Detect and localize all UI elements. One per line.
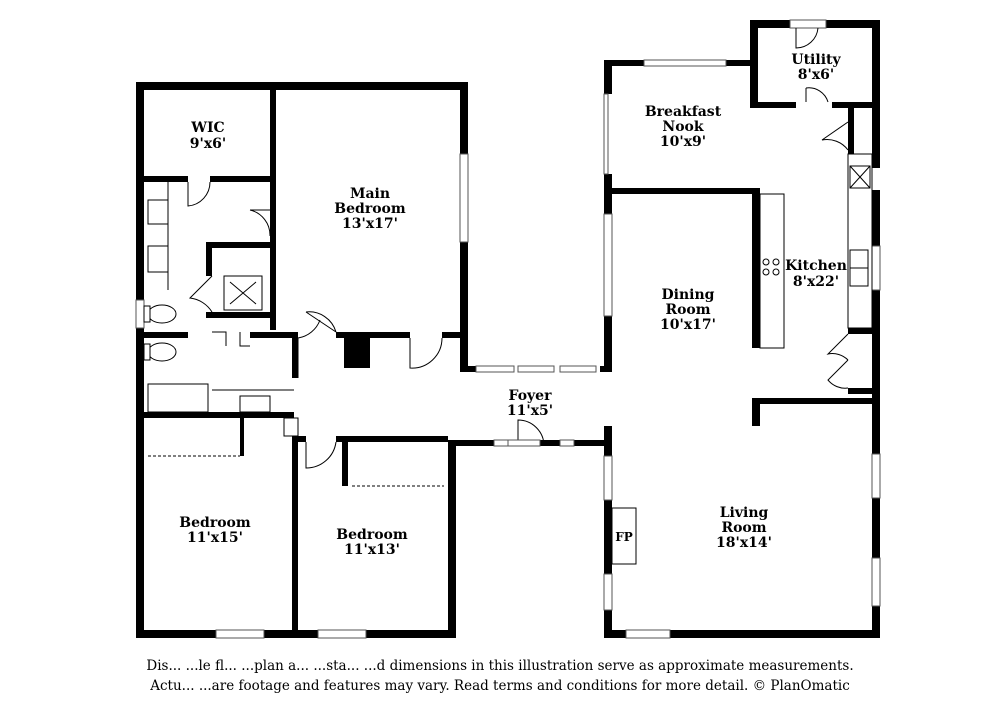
- breakfast-nook-dims: 10'x9': [660, 134, 706, 150]
- closet-bifold-doors: [148, 455, 444, 487]
- exterior-walls: [136, 20, 880, 638]
- kitchen-fixtures: [759, 153, 873, 349]
- breakfast-nook-name-line1: Breakfast: [645, 104, 722, 120]
- kitchen-dims: 8'x22': [793, 274, 839, 290]
- foyer-dims: 11'x5': [507, 403, 553, 419]
- utility-dims: 8'x6': [798, 67, 834, 83]
- disclaimer-line-2: Actu... ...are footage and features may …: [150, 678, 850, 694]
- bedroom-1-dims: 11'x15': [187, 530, 243, 546]
- breakfast-nook-name-line2: Nook: [662, 119, 703, 135]
- foyer-name: Foyer: [509, 388, 553, 404]
- bedroom-2-dims: 11'x13': [344, 542, 400, 558]
- living-room-name-line2: Room: [721, 520, 766, 536]
- bedroom-1-name: Bedroom: [179, 515, 251, 531]
- interior-walls: [144, 90, 872, 638]
- kitchen-name: Kitchen: [785, 258, 847, 274]
- living-room-dims: 18'x14': [716, 535, 772, 551]
- doors: [187, 27, 849, 469]
- fireplace: FP: [611, 507, 637, 565]
- wic-dims: 9'x6': [190, 136, 226, 152]
- disclaimer: Dis... ...le fl... ...plan a... ...sta..…: [0, 656, 1000, 696]
- fireplace-label: FP: [615, 530, 633, 544]
- bedroom-2-name: Bedroom: [336, 527, 408, 543]
- dining-room-dims: 10'x17': [660, 317, 716, 333]
- living-room-name-line1: Living: [720, 505, 769, 521]
- main-bedroom-name-line1: Main: [350, 186, 390, 202]
- bathroom-fixtures: [143, 182, 294, 413]
- room-labels: WIC 9'x6' Main Bedroom 13'x17' Breakfast…: [179, 52, 847, 558]
- dining-room-name-line2: Room: [665, 302, 710, 318]
- main-bedroom-name-line2: Bedroom: [334, 201, 406, 217]
- dining-room-name-line1: Dining: [662, 287, 715, 303]
- utility-name: Utility: [791, 52, 841, 68]
- main-bedroom-dims: 13'x17': [342, 216, 398, 232]
- wic-name: WIC: [190, 120, 224, 136]
- disclaimer-line-1: Dis... ...le fl... ...plan a... ...sta..…: [146, 658, 854, 674]
